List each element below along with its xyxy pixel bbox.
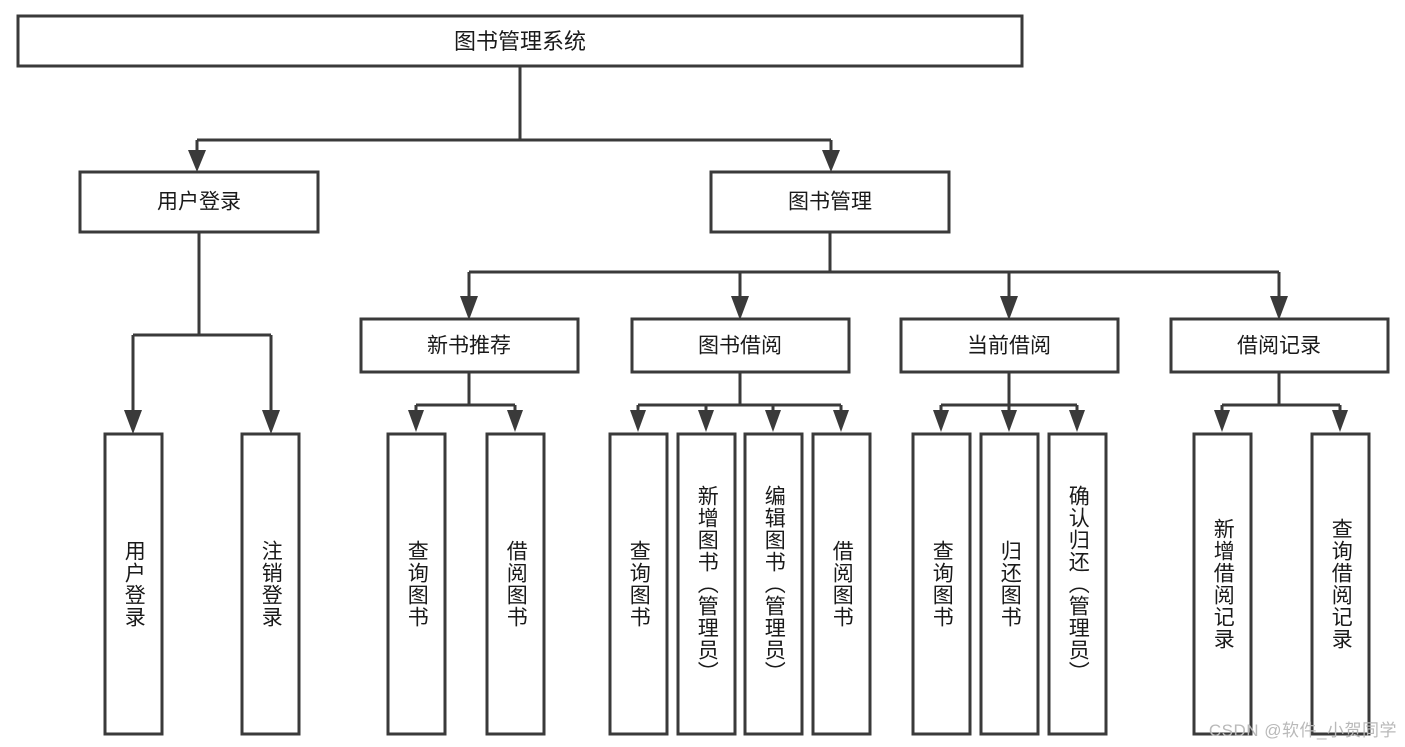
arrow-to-book-borrow <box>731 296 749 320</box>
leaf-box-user-login[interactable] <box>103 432 164 736</box>
node-new-book-recommend[interactable]: 新书推荐 <box>359 317 580 374</box>
arrow-current-borrow-l3 <box>1069 410 1085 432</box>
node-book-borrow-box[interactable] <box>630 317 851 374</box>
node-current-borrow[interactable]: 当前借阅 <box>899 317 1120 374</box>
arrow-to-borrow-record <box>1270 296 1288 320</box>
node-new-book-recommend-box[interactable] <box>359 317 580 374</box>
node-current-borrow-label: 当前借阅 <box>967 335 1051 358</box>
leaf-box-return-book[interactable] <box>979 432 1040 736</box>
node-borrow-record-box[interactable] <box>1169 317 1390 374</box>
node-book-management-label: 图书管理 <box>788 191 872 214</box>
node-root[interactable]: 图书管理系统 <box>16 14 1024 68</box>
arrow-new-book-l1 <box>408 410 424 432</box>
leaf-box-query-book-bb[interactable] <box>608 432 669 736</box>
arrow-current-borrow-l2 <box>1001 410 1017 432</box>
watermark: CSDN @软件_小贺同学 <box>1208 721 1397 740</box>
node-book-management-box[interactable] <box>709 170 951 234</box>
leaf-box-add-book[interactable] <box>676 432 737 736</box>
node-user-login[interactable]: 用户登录 <box>78 170 320 234</box>
arrow-root-to-book-mgmt <box>822 150 840 172</box>
node-borrow-record-label: 借阅记录 <box>1237 335 1321 358</box>
leaf-box-query-record[interactable] <box>1310 432 1371 736</box>
leaf-box-logout[interactable] <box>240 432 301 736</box>
node-new-book-recommend-label: 新书推荐 <box>427 335 511 358</box>
arrow-user-login-leaf1 <box>124 410 142 434</box>
leaf-box-query-book-cb[interactable] <box>911 432 972 736</box>
arrow-root-to-user-login <box>188 150 206 172</box>
arrow-borrow-record-l2 <box>1332 410 1348 432</box>
leaf-box-edit-book[interactable] <box>743 432 804 736</box>
node-book-borrow-label: 图书借阅 <box>698 335 782 358</box>
node-root-box[interactable] <box>16 14 1024 68</box>
arrow-book-borrow-l1 <box>630 410 646 432</box>
arrow-book-borrow-l4 <box>833 410 849 432</box>
arrow-user-login-leaf2 <box>262 410 280 434</box>
node-borrow-record[interactable]: 借阅记录 <box>1169 317 1390 374</box>
arrow-to-new-book <box>460 296 478 320</box>
arrow-to-current-borrow <box>1000 296 1018 320</box>
arrow-book-borrow-l3 <box>765 410 781 432</box>
leaf-box-add-record[interactable] <box>1192 432 1253 736</box>
arrow-borrow-record-l1 <box>1214 410 1230 432</box>
node-book-management[interactable]: 图书管理 <box>709 170 951 234</box>
node-user-login-label: 用户登录 <box>157 191 241 214</box>
leaf-box-borrow-book-bb[interactable] <box>811 432 872 736</box>
arrow-book-borrow-l2 <box>698 410 714 432</box>
leaf-box-query-book-nb[interactable] <box>386 432 447 736</box>
leaf-box-confirm-return[interactable] <box>1047 432 1108 736</box>
node-current-borrow-box[interactable] <box>899 317 1120 374</box>
node-root-label: 图书管理系统 <box>454 29 586 54</box>
arrow-current-borrow-l1 <box>933 410 949 432</box>
leaf-box-borrow-book-nb[interactable] <box>485 432 546 736</box>
node-book-borrow[interactable]: 图书借阅 <box>630 317 851 374</box>
arrow-new-book-l2 <box>507 410 523 432</box>
